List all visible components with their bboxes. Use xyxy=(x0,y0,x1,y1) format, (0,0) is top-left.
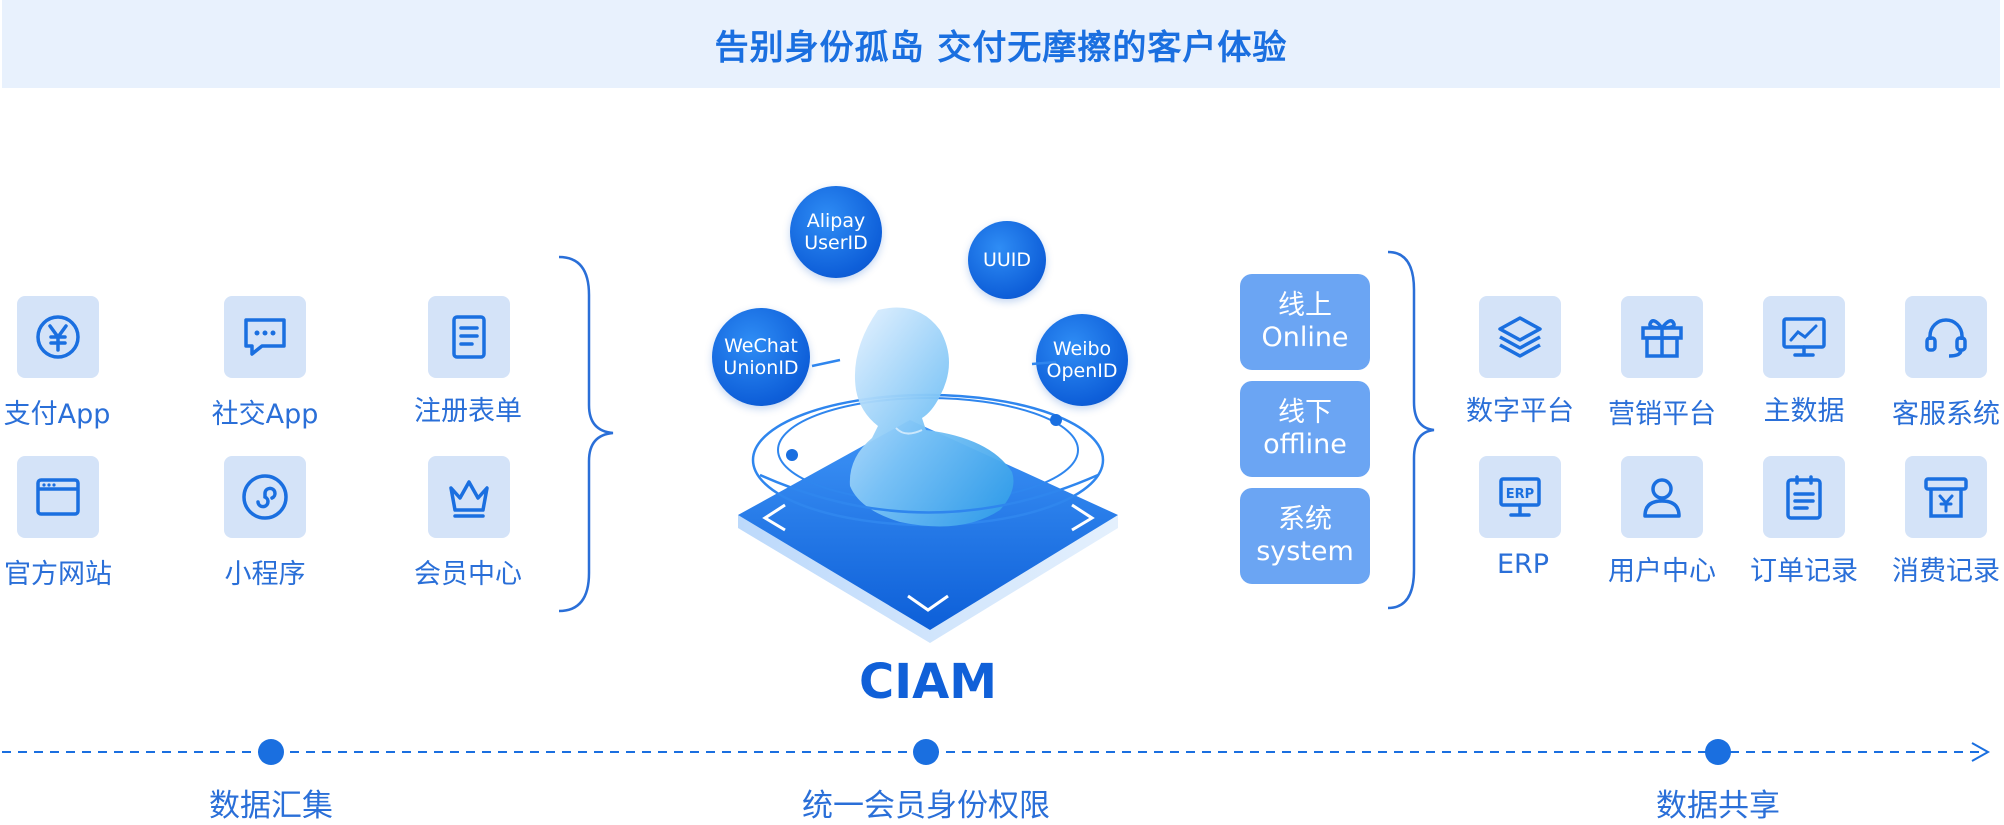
source-tile-official-site xyxy=(17,456,99,538)
target-label-consumption-records: 消费记录 xyxy=(1892,556,2000,587)
layers-icon xyxy=(1498,316,1542,358)
target-label-marketing-platform: 营销平台 xyxy=(1608,399,1716,430)
target-label-order-records: 订单记录 xyxy=(1750,556,1858,587)
timeline-label-share: 数据共享 xyxy=(1656,788,1780,824)
target-label-user-center: 用户中心 xyxy=(1608,556,1716,587)
monitor-chart-icon xyxy=(1782,317,1826,357)
bubble-alipay-line2: UserID xyxy=(804,232,868,254)
source-tile-register-form xyxy=(428,296,510,378)
form-icon xyxy=(452,315,486,359)
left-brace xyxy=(558,255,614,613)
source-tile-social-app xyxy=(224,296,306,378)
target-label-erp: ERP xyxy=(1496,549,1550,580)
channel-online: 线上 Online xyxy=(1240,274,1370,370)
source-label-mini-program: 小程序 xyxy=(224,559,306,590)
crown-icon xyxy=(449,480,489,518)
user-icon xyxy=(1643,478,1681,518)
target-tile-marketing-platform xyxy=(1621,296,1703,378)
target-tile-customer-service xyxy=(1905,296,1987,378)
timeline-dot-unify xyxy=(913,739,939,765)
target-label-customer-service: 客服系统 xyxy=(1892,399,2000,430)
channel-offline-en: offline xyxy=(1263,429,1347,460)
bubble-alipay-line1: Alipay xyxy=(806,210,866,232)
source-tile-mini-program xyxy=(224,456,306,538)
timeline-dot-collect xyxy=(258,739,284,765)
browser-icon xyxy=(36,478,80,516)
source-label-social-app: 社交App xyxy=(211,399,319,430)
source-tile-member-center xyxy=(428,456,510,538)
channel-online-zh: 线上 xyxy=(1278,290,1332,321)
mini-program-icon xyxy=(242,474,288,520)
banner-title: 告别身份孤岛 交付无摩擦的客户体验 xyxy=(714,27,1288,68)
top-banner: 告别身份孤岛 交付无摩擦的客户体验 xyxy=(2,0,2000,88)
headset-icon xyxy=(1925,318,1967,358)
target-tile-user-center xyxy=(1621,456,1703,538)
gift-icon xyxy=(1641,319,1683,358)
bubble-connectors xyxy=(811,358,1057,368)
bubble-weibo-openid: Weibo OpenID xyxy=(1036,314,1128,406)
bubble-uuid: UUID xyxy=(968,221,1046,299)
source-label-official-site: 官方网站 xyxy=(4,559,112,590)
channel-system: 系统 system xyxy=(1240,488,1370,584)
timeline-label-unify: 统一会员身份权限 xyxy=(802,788,1050,824)
source-label-member-center: 会员中心 xyxy=(414,559,522,590)
bubble-weibo-line1: Weibo xyxy=(1052,338,1112,360)
bubble-weibo-line2: OpenID xyxy=(1046,360,1118,382)
target-tile-consumption-records xyxy=(1905,456,1987,538)
bubble-uuid-line1: UUID xyxy=(982,249,1032,271)
bubble-alipay-userid: Alipay UserID xyxy=(790,186,882,278)
target-tile-digital-platform xyxy=(1479,296,1561,378)
ciam-illustration xyxy=(738,307,1118,643)
target-tile-order-records xyxy=(1763,456,1845,538)
source-label-register-form: 注册表单 xyxy=(414,396,522,427)
timeline-dot-share xyxy=(1705,739,1731,765)
channel-system-en: system xyxy=(1256,536,1354,567)
target-label-master-data: 主数据 xyxy=(1763,396,1845,427)
bubble-wechat-unionid: WeChat UnionID xyxy=(712,308,810,406)
timeline-label-collect: 数据汇集 xyxy=(209,788,333,824)
channel-offline-zh: 线下 xyxy=(1278,397,1332,428)
target-tile-master-data xyxy=(1763,296,1845,378)
svg-text:ERP: ERP xyxy=(1506,487,1534,502)
bubble-wechat-line2: UnionID xyxy=(723,357,799,379)
source-label-pay-app: 支付App xyxy=(3,399,111,430)
yen-icon xyxy=(36,315,80,359)
channel-system-zh: 系统 xyxy=(1278,504,1332,535)
target-label-digital-platform: 数字平台 xyxy=(1466,396,1574,427)
channel-offline: 线下 offline xyxy=(1240,381,1370,477)
timeline-axis xyxy=(2,739,1991,765)
ciam-label: CIAM xyxy=(859,654,997,710)
bubble-wechat-line1: WeChat xyxy=(724,335,798,357)
receipt-icon xyxy=(1924,477,1968,518)
right-brace xyxy=(1387,250,1435,610)
erp-icon: ERP xyxy=(1499,477,1541,517)
channel-online-en: Online xyxy=(1261,322,1349,353)
clipboard-icon xyxy=(1786,475,1822,520)
target-tile-erp: ERP xyxy=(1479,456,1561,538)
chat-icon xyxy=(244,318,286,356)
source-tile-pay-app xyxy=(17,296,99,378)
